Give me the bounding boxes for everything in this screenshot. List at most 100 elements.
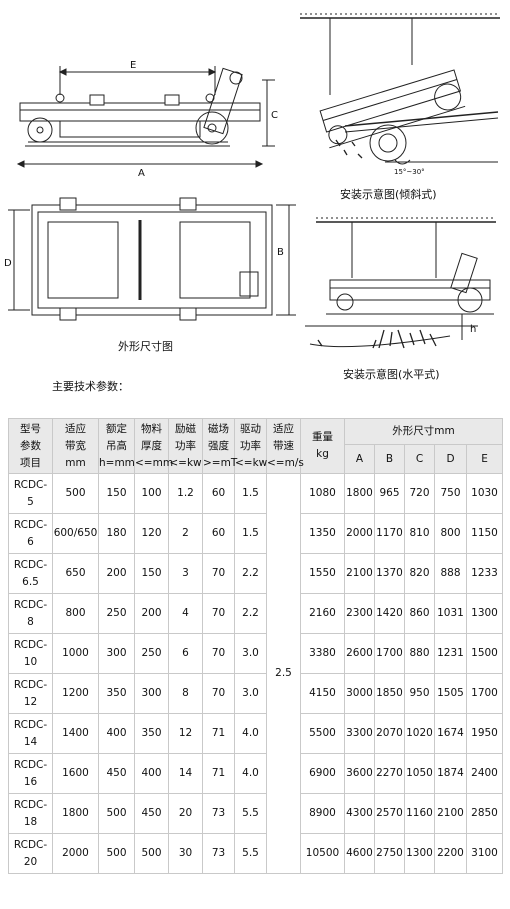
plan-view-drawing: D B (4, 197, 296, 321)
cell-a: 2000 (344, 513, 375, 554)
cell-b: 2570 (374, 793, 405, 834)
cell-belt: 800 (52, 593, 99, 634)
cell-d: 1674 (434, 713, 467, 754)
model-cell: RCDC-16 (8, 753, 53, 794)
cell-weight: 10500 (300, 833, 345, 874)
cell-weight: 6900 (300, 753, 345, 794)
cell-e: 1150 (465, 513, 504, 554)
cell-belt: 1000 (52, 633, 99, 674)
cell-drive: 5.5 (234, 793, 267, 834)
model-cell: RCDC-12 (8, 673, 53, 714)
cell-hang: 150 (98, 473, 135, 514)
cell-e: 1700 (465, 673, 504, 714)
cell-d: 800 (434, 513, 467, 554)
horizontal-installation-drawing: h (305, 217, 496, 349)
cell-b: 2270 (374, 753, 405, 794)
cell-field: 70 (202, 593, 235, 634)
model-cell: RCDC-5 (8, 473, 53, 514)
cell-d: 1031 (434, 593, 467, 634)
cell-weight: 2160 (300, 593, 345, 634)
cell-c: 820 (404, 553, 435, 594)
cell-hang: 200 (98, 553, 135, 594)
cell-hang: 300 (98, 633, 135, 674)
header-excitation-power: 励磁功率<=kw (168, 418, 203, 474)
dim-label-c: C (271, 110, 278, 121)
cell-a: 2100 (344, 553, 375, 594)
cell-weight: 5500 (300, 713, 345, 754)
cell-thick: 200 (134, 593, 169, 634)
cell-field: 70 (202, 633, 235, 674)
cell-e: 1950 (465, 713, 504, 754)
cell-hang: 250 (98, 593, 135, 634)
cell-belt: 650 (52, 553, 99, 594)
cell-b: 2750 (374, 833, 405, 874)
technical-drawings: E C (4, 13, 500, 349)
cell-thick: 100 (134, 473, 169, 514)
cell-weight: 1350 (300, 513, 345, 554)
cell-drive: 2.2 (234, 593, 267, 634)
cell-belt: 1800 (52, 793, 99, 834)
cell-power: 3 (168, 553, 203, 594)
cell-b: 1420 (374, 593, 405, 634)
cell-drive: 3.0 (234, 673, 267, 714)
cell-hang: 350 (98, 673, 135, 714)
cell-d: 1874 (434, 753, 467, 794)
cell-e: 2400 (465, 753, 504, 794)
cell-thick: 150 (134, 553, 169, 594)
cell-c: 860 (404, 593, 435, 634)
model-cell: RCDC-8 (8, 593, 53, 634)
cell-thick: 300 (134, 673, 169, 714)
cell-a: 3300 (344, 713, 375, 754)
header-param: 型号参数项目 (8, 418, 53, 474)
cell-drive: 1.5 (234, 473, 267, 514)
cell-hang: 400 (98, 713, 135, 754)
cell-hang: 500 (98, 833, 135, 874)
cell-field: 71 (202, 753, 235, 794)
side-elevation-drawing: E C (16, 60, 278, 179)
cell-weight: 4150 (300, 673, 345, 714)
cell-drive: 5.5 (234, 833, 267, 874)
cell-a: 4600 (344, 833, 375, 874)
outline-dimension-caption: 外形尺寸图 (118, 340, 173, 353)
cell-drive: 4.0 (234, 713, 267, 754)
cell-power: 30 (168, 833, 203, 874)
cell-c: 1050 (404, 753, 435, 794)
cell-c: 880 (404, 633, 435, 674)
cell-a: 2600 (344, 633, 375, 674)
dim-label-b: B (277, 247, 284, 258)
header-dim-e: E (465, 444, 504, 474)
header-dim-a: A (344, 444, 375, 474)
header-drive-power: 驱动功率<=kw (234, 418, 267, 474)
cell-belt: 500 (52, 473, 99, 514)
cell-belt: 1400 (52, 713, 99, 754)
cell-belt: 600/650 (52, 513, 99, 554)
cell-thick: 500 (134, 833, 169, 874)
cell-e: 2850 (465, 793, 504, 834)
cell-thick: 350 (134, 713, 169, 754)
model-cell: RCDC-10 (8, 633, 53, 674)
model-cell: RCDC-18 (8, 793, 53, 834)
cell-hang: 500 (98, 793, 135, 834)
cell-field: 60 (202, 513, 235, 554)
cell-belt: 2000 (52, 833, 99, 874)
header-field-strength: 磁场强度>=mT (202, 418, 237, 474)
cell-c: 720 (404, 473, 435, 514)
model-cell: RCDC-6.5 (8, 553, 53, 594)
cell-weight: 8900 (300, 793, 345, 834)
cell-a: 2300 (344, 593, 375, 634)
cell-a: 4300 (344, 793, 375, 834)
cell-thick: 450 (134, 793, 169, 834)
cell-b: 1700 (374, 633, 405, 674)
cell-belt: 1600 (52, 753, 99, 794)
